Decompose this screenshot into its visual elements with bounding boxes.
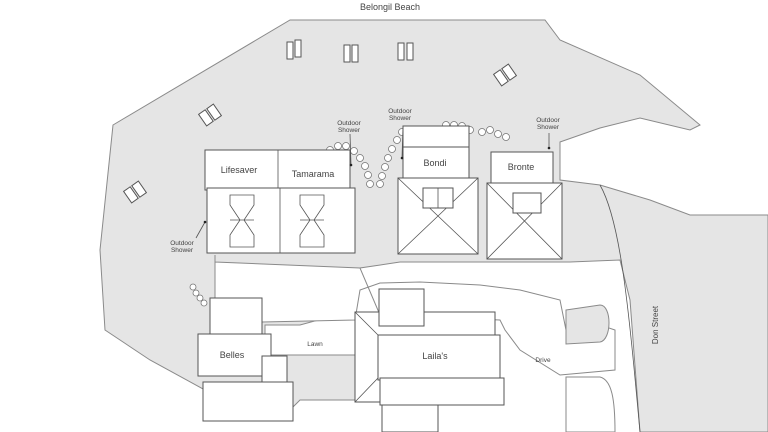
label-lailas: Laila's bbox=[422, 351, 448, 361]
drive-parking-top bbox=[565, 304, 610, 345]
svg-text:Outdoor: Outdoor bbox=[170, 240, 194, 247]
building-bronte[interactable]: Bronte bbox=[486, 151, 563, 260]
don-street-road bbox=[599, 184, 641, 432]
lawn-label: Lawn bbox=[307, 341, 323, 348]
beach-label: Belongil Beach bbox=[360, 2, 420, 12]
sun-loungers bbox=[122, 39, 518, 204]
building-belles[interactable]: Belles bbox=[197, 297, 294, 422]
svg-text:Outdoor: Outdoor bbox=[536, 117, 560, 124]
label-lifesaver: Lifesaver bbox=[221, 165, 258, 175]
hedge-circles bbox=[189, 121, 510, 307]
svg-text:Shower: Shower bbox=[338, 127, 361, 134]
drive-label: Drive bbox=[535, 357, 551, 364]
label-belles: Belles bbox=[220, 350, 245, 360]
drive-parking-bottom bbox=[565, 376, 616, 432]
svg-text:Shower: Shower bbox=[537, 124, 560, 131]
svg-text:Outdoor: Outdoor bbox=[388, 108, 412, 115]
building-lailas[interactable]: Laila's bbox=[354, 288, 505, 432]
label-bronte: Bronte bbox=[508, 162, 535, 172]
outdoor-shower-1: Outdoor Shower bbox=[337, 120, 362, 167]
label-tamarama: Tamarama bbox=[292, 169, 335, 179]
outdoor-shower-2: Outdoor Shower bbox=[388, 108, 413, 160]
svg-text:Shower: Shower bbox=[389, 115, 412, 122]
label-bondi: Bondi bbox=[423, 158, 446, 168]
building-lifesaver-tamarama[interactable]: Lifesaver Tamarama bbox=[204, 149, 356, 254]
svg-text:Shower: Shower bbox=[171, 247, 194, 254]
building-bondi[interactable]: Bondi bbox=[397, 125, 479, 255]
don-street-label: Don Street bbox=[651, 305, 660, 344]
outdoor-shower-4: Outdoor Shower bbox=[170, 220, 207, 254]
svg-text:Outdoor: Outdoor bbox=[337, 120, 361, 127]
outdoor-shower-3: Outdoor Shower bbox=[536, 117, 561, 150]
